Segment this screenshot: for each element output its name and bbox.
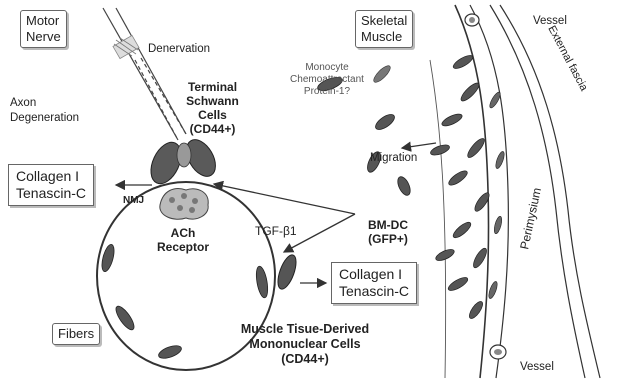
ach-receptor-line1: ACh bbox=[148, 226, 218, 240]
monocyte-line3: Protein-1? bbox=[272, 86, 382, 98]
denervation-label: Denervation bbox=[148, 42, 210, 56]
motor-nerve-line2: Nerve bbox=[26, 29, 61, 45]
axon-degeneration-label: Axon Degeneration bbox=[10, 96, 79, 126]
vessel-top-label: Vessel bbox=[533, 14, 567, 28]
ach-receptor-line2: Receptor bbox=[148, 240, 218, 254]
terminal-schwann-label: Terminal Schwann Cells (CD44+) bbox=[170, 80, 255, 136]
muscle-tissue-line3: (CD44+) bbox=[220, 352, 390, 367]
external-fascia-label: External fascia bbox=[545, 24, 590, 94]
bm-dc-line2: (GFP+) bbox=[360, 232, 416, 246]
collagen-left-box: Collagen I Tenascin-C bbox=[8, 164, 94, 206]
skeletal-muscle-line2: Muscle bbox=[361, 29, 407, 45]
nmj-endplate bbox=[160, 189, 208, 220]
nmj-label: NMJ bbox=[123, 194, 144, 208]
collagen-right-box: Collagen I Tenascin-C bbox=[331, 262, 417, 304]
collagen-right-line1: Collagen I bbox=[339, 266, 409, 283]
tgf-label: TGF-β1 bbox=[255, 224, 297, 238]
terminal-schwann-line4: (CD44+) bbox=[170, 122, 255, 136]
collagen-left-line2: Tenascin-C bbox=[16, 185, 86, 202]
terminal-schwann-line3: Cells bbox=[170, 108, 255, 122]
motor-nerve-line1: Motor bbox=[26, 13, 61, 29]
axon-degeneration-line2: Degeneration bbox=[10, 111, 79, 126]
skeletal-muscle-box: Skeletal Muscle bbox=[355, 10, 413, 48]
fibers-box: Fibers bbox=[52, 323, 100, 345]
monocyte-label: Monocyte Chemoattractant Protein-1? bbox=[272, 62, 382, 98]
skeletal-muscle-line1: Skeletal bbox=[361, 13, 407, 29]
bm-dc-label: BM-DC (GFP+) bbox=[360, 218, 416, 246]
monocyte-line2: Chemoattractant bbox=[272, 74, 382, 86]
monocyte-line1: Monocyte bbox=[272, 62, 382, 74]
terminal-schwann-line1: Terminal bbox=[170, 80, 255, 94]
mononuclear-cell bbox=[274, 253, 299, 292]
fibers-label: Fibers bbox=[58, 326, 94, 341]
motor-nerve-box: Motor Nerve bbox=[20, 10, 67, 48]
migration-label: Migration bbox=[370, 151, 417, 165]
terminal-schwann-cells bbox=[145, 135, 221, 189]
muscle-tissue-line2: Mononuclear Cells bbox=[220, 337, 390, 352]
muscle-tissue-derived-label: Muscle Tisue-Derived Mononuclear Cells (… bbox=[220, 322, 390, 367]
terminal-schwann-line2: Schwann bbox=[170, 94, 255, 108]
vessel-bottom-label: Vessel bbox=[520, 360, 554, 374]
denervation-mark bbox=[113, 35, 139, 58]
muscle-tissue-line1: Muscle Tisue-Derived bbox=[220, 322, 390, 337]
axon-degeneration-line1: Axon bbox=[10, 96, 79, 111]
collagen-left-line1: Collagen I bbox=[16, 168, 86, 185]
bm-dc-line1: BM-DC bbox=[360, 218, 416, 232]
ach-receptor-label: ACh Receptor bbox=[148, 226, 218, 254]
perimysium-label: Perimysium bbox=[517, 186, 544, 250]
collagen-right-line2: Tenascin-C bbox=[339, 283, 409, 300]
